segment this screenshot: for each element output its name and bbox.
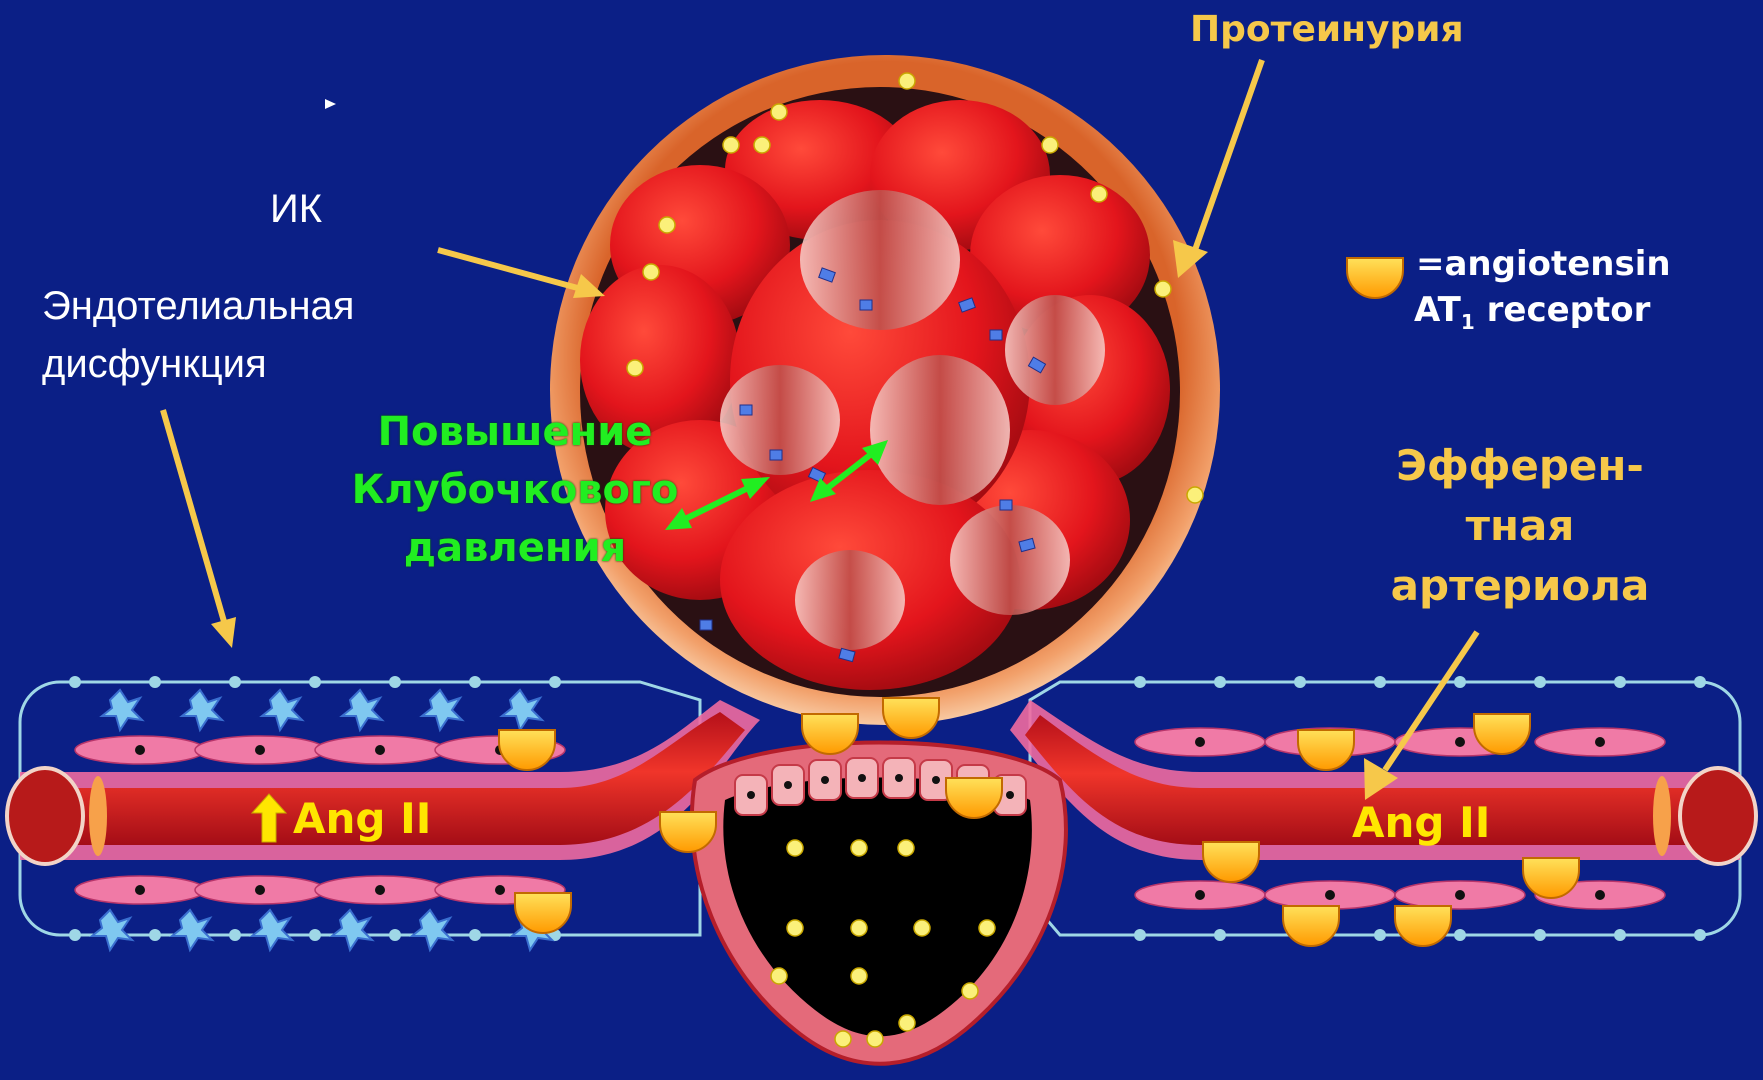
pressure-label-line2: Клубочкового — [330, 465, 700, 515]
bullet-triangle-icon — [325, 99, 336, 109]
pressure-label-line3: давления — [330, 523, 700, 573]
angiotensin-receptor-icon — [1395, 906, 1451, 946]
endothelial-label-line2: дисфункция — [42, 340, 267, 388]
angiotensin-receptor-icon — [1347, 258, 1403, 298]
ang-ii-right-label: Ang II — [1352, 798, 1490, 848]
efferent-label-line2: тная — [1340, 500, 1700, 552]
angiotensin-receptor-icon — [1298, 730, 1354, 770]
ang-ii-left-label: Ang II — [293, 794, 431, 844]
angiotensin-receptor-icon — [883, 698, 939, 738]
efferent-label-line1: Эфферен- — [1340, 440, 1700, 492]
legend-line1: =angiotensin — [1416, 244, 1671, 284]
vessel-ring-right — [1653, 776, 1671, 856]
angiotensin-receptor-icon — [1283, 906, 1339, 946]
vessel-cut-left — [7, 768, 83, 864]
legend-subscript: 1 — [1461, 310, 1475, 334]
vessel-ring-left — [89, 776, 107, 856]
pressure-label-line1: Повышение — [330, 407, 700, 457]
legend-at: AT — [1414, 290, 1461, 330]
angiotensin-receptor-icon — [1203, 842, 1259, 882]
endothelial-label-line1: Эндотелиальная — [42, 282, 354, 330]
vessel-cut-right — [1680, 768, 1756, 864]
proteinuria-label: Протеинурия — [1190, 8, 1464, 52]
efferent-label-line3: артериола — [1340, 560, 1700, 612]
legend-receptor: receptor — [1475, 290, 1651, 330]
ik-label: ИК — [270, 185, 322, 233]
legend-line2: AT1 receptor — [1414, 290, 1650, 342]
